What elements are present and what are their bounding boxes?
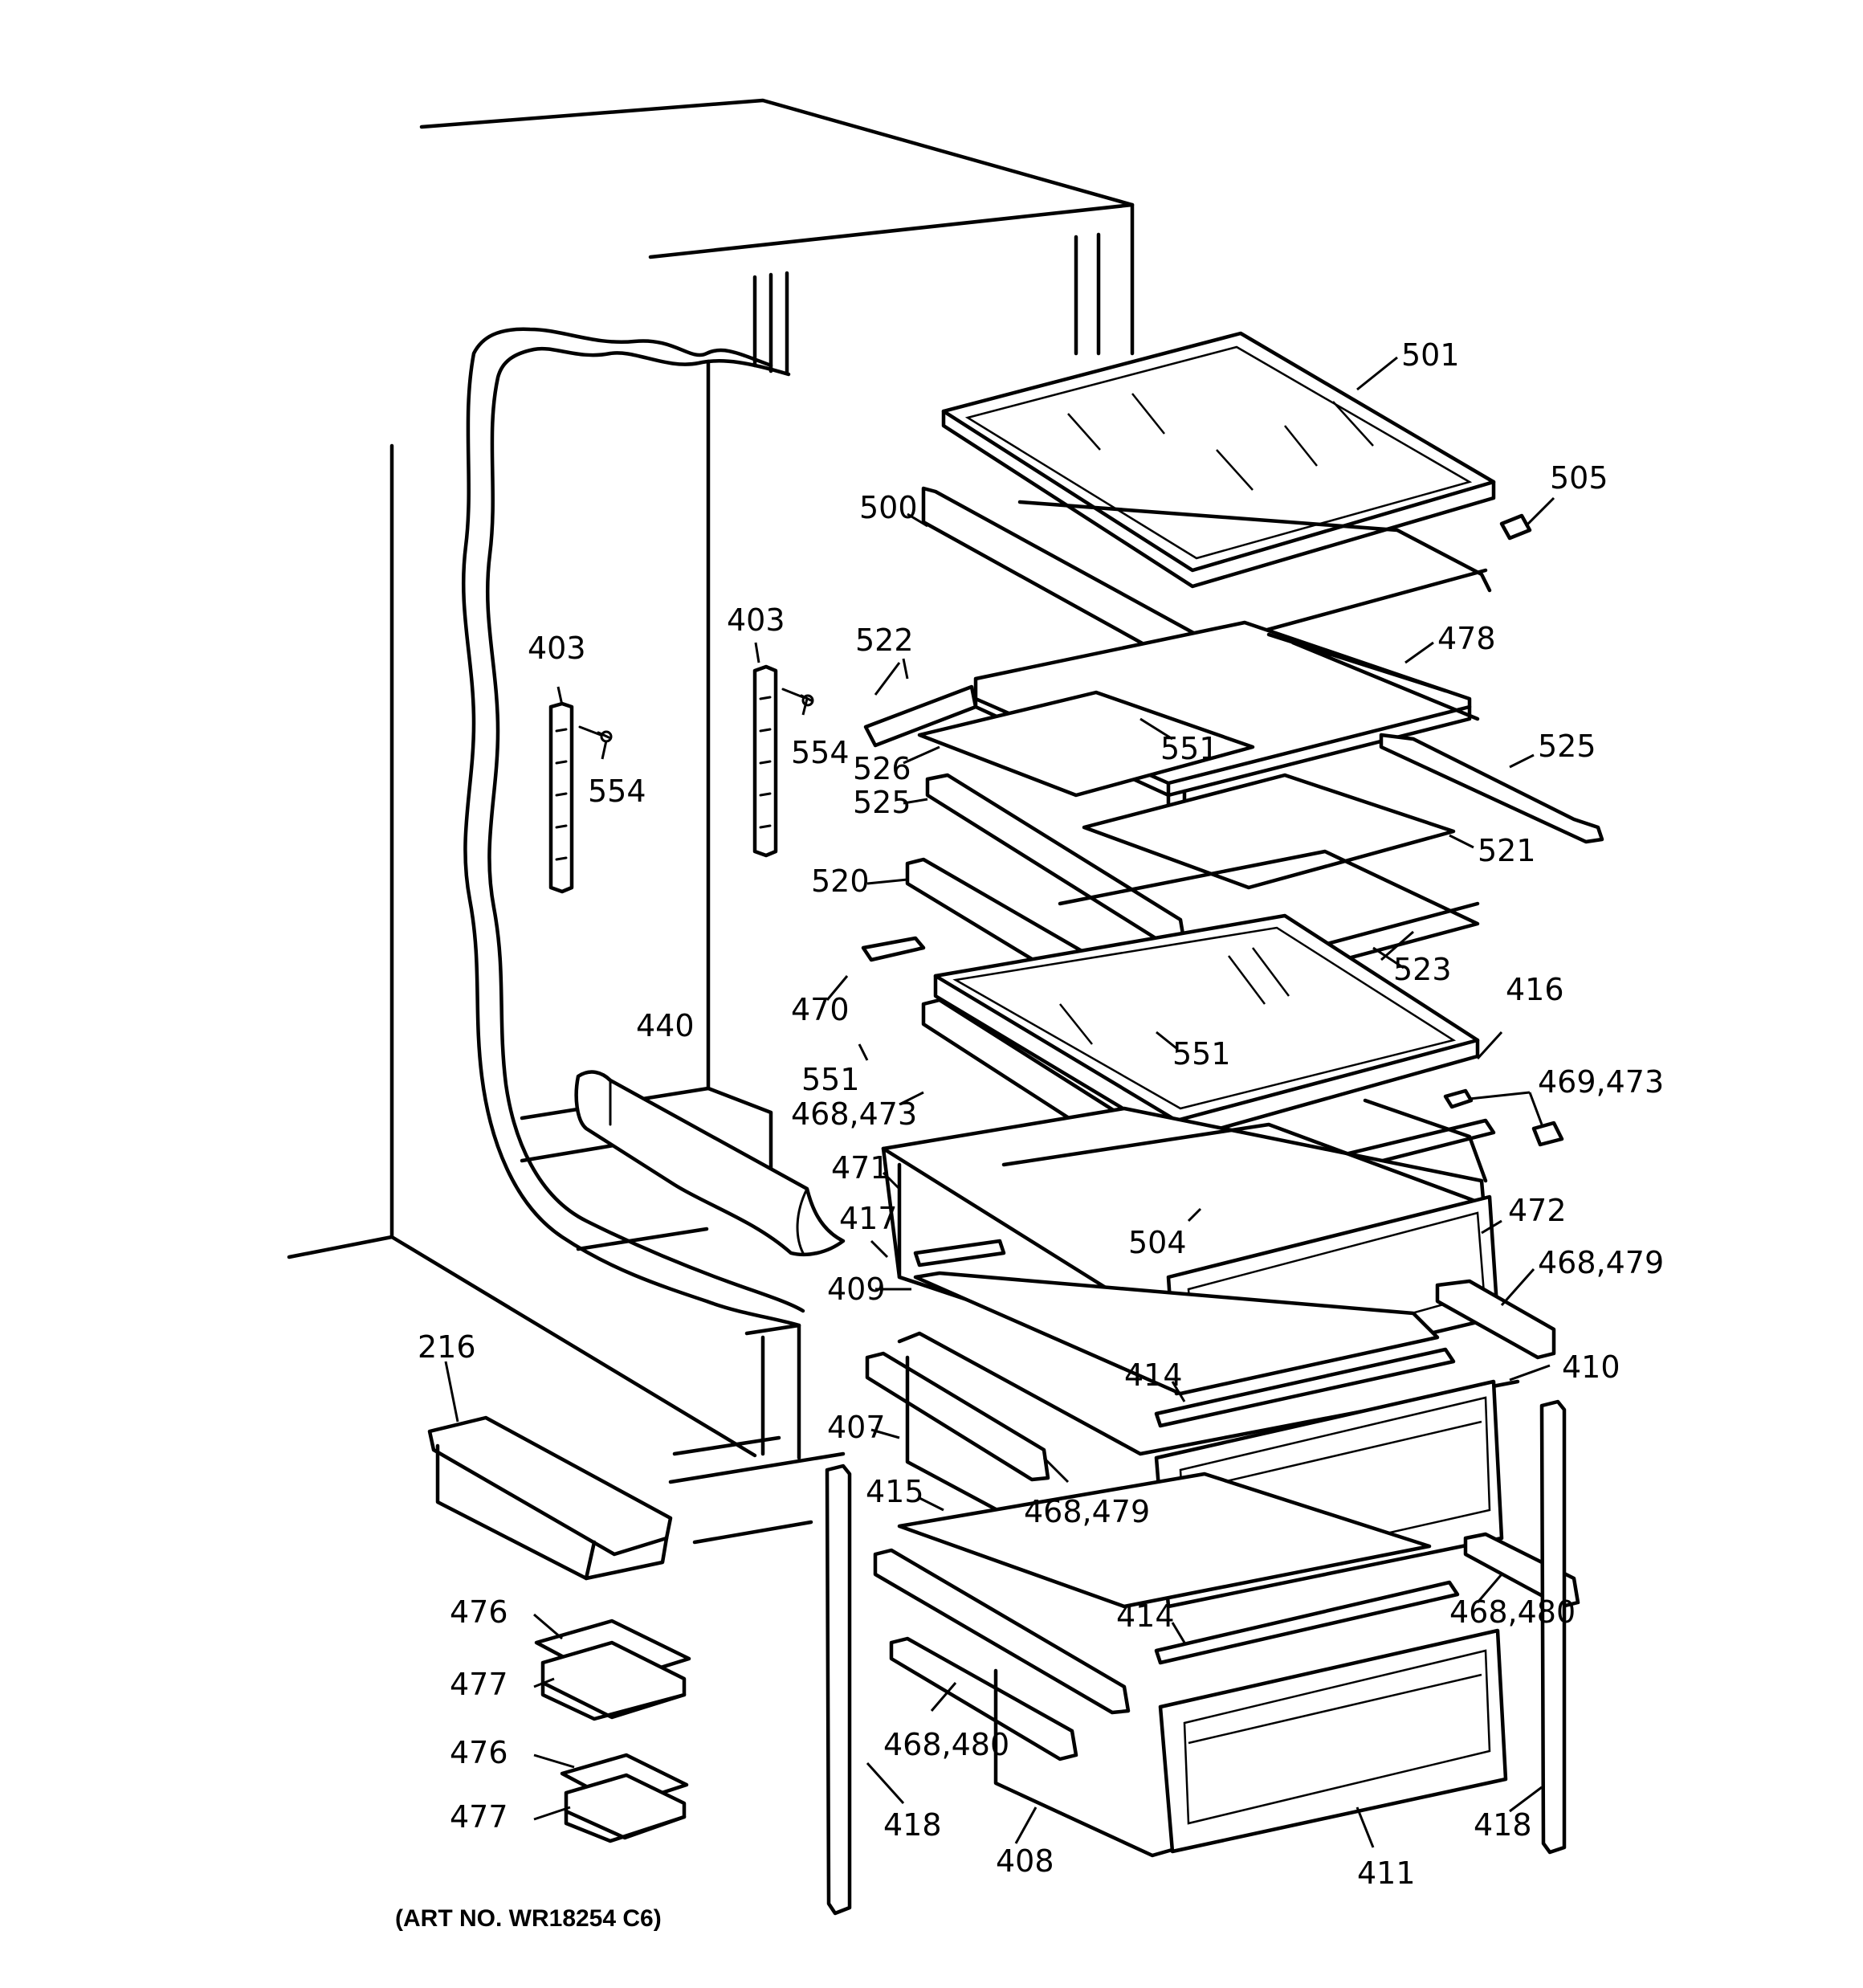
part-label: 477 — [450, 1667, 508, 1702]
leader-lines — [444, 356, 1555, 1848]
part-label: 440 — [636, 1008, 695, 1043]
part-label: 476 — [450, 1735, 508, 1770]
part-label: 551 — [1160, 731, 1219, 766]
part-label: 415 — [866, 1474, 924, 1509]
part-label: 504 — [1128, 1225, 1187, 1260]
rail-418-right — [1539, 1399, 1567, 1855]
part-label: 505 — [1550, 460, 1608, 496]
bin-216 — [427, 1415, 673, 1581]
part-label: 523 — [1393, 952, 1452, 987]
crisper-drawer-471 — [881, 1106, 1556, 1396]
part-label: 470 — [791, 992, 850, 1027]
part-labels: 501 505 500 403 403 522 478 554 554 551 … — [418, 337, 1664, 1891]
part-label: 418 — [1474, 1807, 1532, 1843]
part-label: 408 — [996, 1843, 1054, 1879]
art-number: (ART NO. WR18254 C6) — [395, 1905, 662, 1932]
part-label: 468,479 — [1024, 1494, 1150, 1529]
part-label: 501 — [1401, 337, 1460, 373]
container-476-477-lower — [560, 1753, 689, 1843]
part-label: 410 — [1562, 1349, 1620, 1385]
part-label: 554 — [791, 735, 850, 770]
part-label: 471 — [831, 1150, 890, 1186]
part-label: 468,473 — [791, 1096, 917, 1132]
rail-418-left — [825, 1463, 852, 1916]
part-label: 418 — [883, 1807, 942, 1843]
part-label: 554 — [588, 774, 646, 809]
part-label: 520 — [811, 863, 870, 899]
part-label: 472 — [1508, 1193, 1567, 1228]
part-label: 478 — [1437, 621, 1496, 656]
part-label: 468,480 — [1449, 1594, 1576, 1630]
part-label: 407 — [827, 1410, 886, 1445]
shelf-support-right — [752, 664, 814, 858]
part-label: 416 — [1506, 972, 1564, 1007]
part-label: 468,480 — [883, 1727, 1009, 1762]
part-label: 477 — [450, 1799, 508, 1835]
part-label: 522 — [855, 623, 914, 658]
part-label: 500 — [859, 490, 918, 525]
part-label: 411 — [1357, 1855, 1416, 1891]
part-label: 476 — [450, 1594, 508, 1630]
part-label: 216 — [418, 1329, 476, 1365]
container-476-477-upper — [534, 1619, 691, 1721]
part-label: 469,473 — [1538, 1064, 1664, 1100]
part-label: 525 — [853, 785, 911, 820]
part-label: 403 — [727, 602, 785, 638]
part-label: 409 — [827, 1272, 886, 1307]
part-label: 468,479 — [1538, 1245, 1664, 1280]
part-label: 526 — [853, 751, 911, 786]
drawer-408 — [873, 1548, 1508, 1858]
part-label: 414 — [1116, 1598, 1175, 1634]
part-label: 551 — [1172, 1036, 1231, 1072]
cover-440 — [574, 1070, 846, 1257]
top-glass-shelf — [941, 331, 1496, 589]
part-label: 521 — [1478, 833, 1536, 868]
part-label: 551 — [801, 1062, 860, 1097]
part-label: 403 — [528, 631, 586, 666]
part-label: 414 — [1124, 1357, 1183, 1393]
part-label: 525 — [1538, 729, 1596, 764]
part-label: 417 — [839, 1201, 898, 1236]
drawer-410 — [865, 1331, 1580, 1609]
